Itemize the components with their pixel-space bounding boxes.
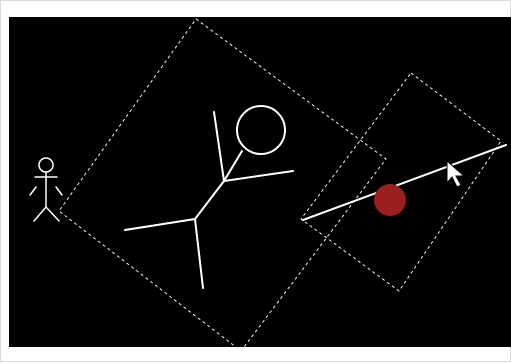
mouse-pointer-icon: [447, 161, 464, 187]
left-dashed-bounding-box: [59, 19, 386, 351]
red-ball[interactable]: [374, 184, 406, 216]
large-figure-neck: [224, 151, 242, 181]
large-figure-right-arm: [224, 171, 293, 181]
small-figure-left-leg: [34, 207, 46, 221]
small-figure-hand-right: [56, 187, 62, 195]
ball-and-bar[interactable]: [303, 145, 506, 220]
small-figure-hand-left: [30, 187, 36, 195]
large-figure-left-arm: [214, 112, 224, 181]
small-figure-right-leg: [46, 207, 59, 221]
large-figure-torso: [195, 181, 224, 219]
large-figure-head: [237, 106, 285, 154]
large-stick-figure[interactable]: [125, 106, 293, 288]
large-figure-right-leg: [195, 219, 203, 288]
right-dashed-bounding-box: [301, 73, 501, 291]
bar-line: [303, 145, 506, 220]
small-stick-figure[interactable]: [30, 158, 62, 221]
small-figure-head: [39, 158, 53, 172]
large-figure-left-leg: [125, 219, 195, 230]
